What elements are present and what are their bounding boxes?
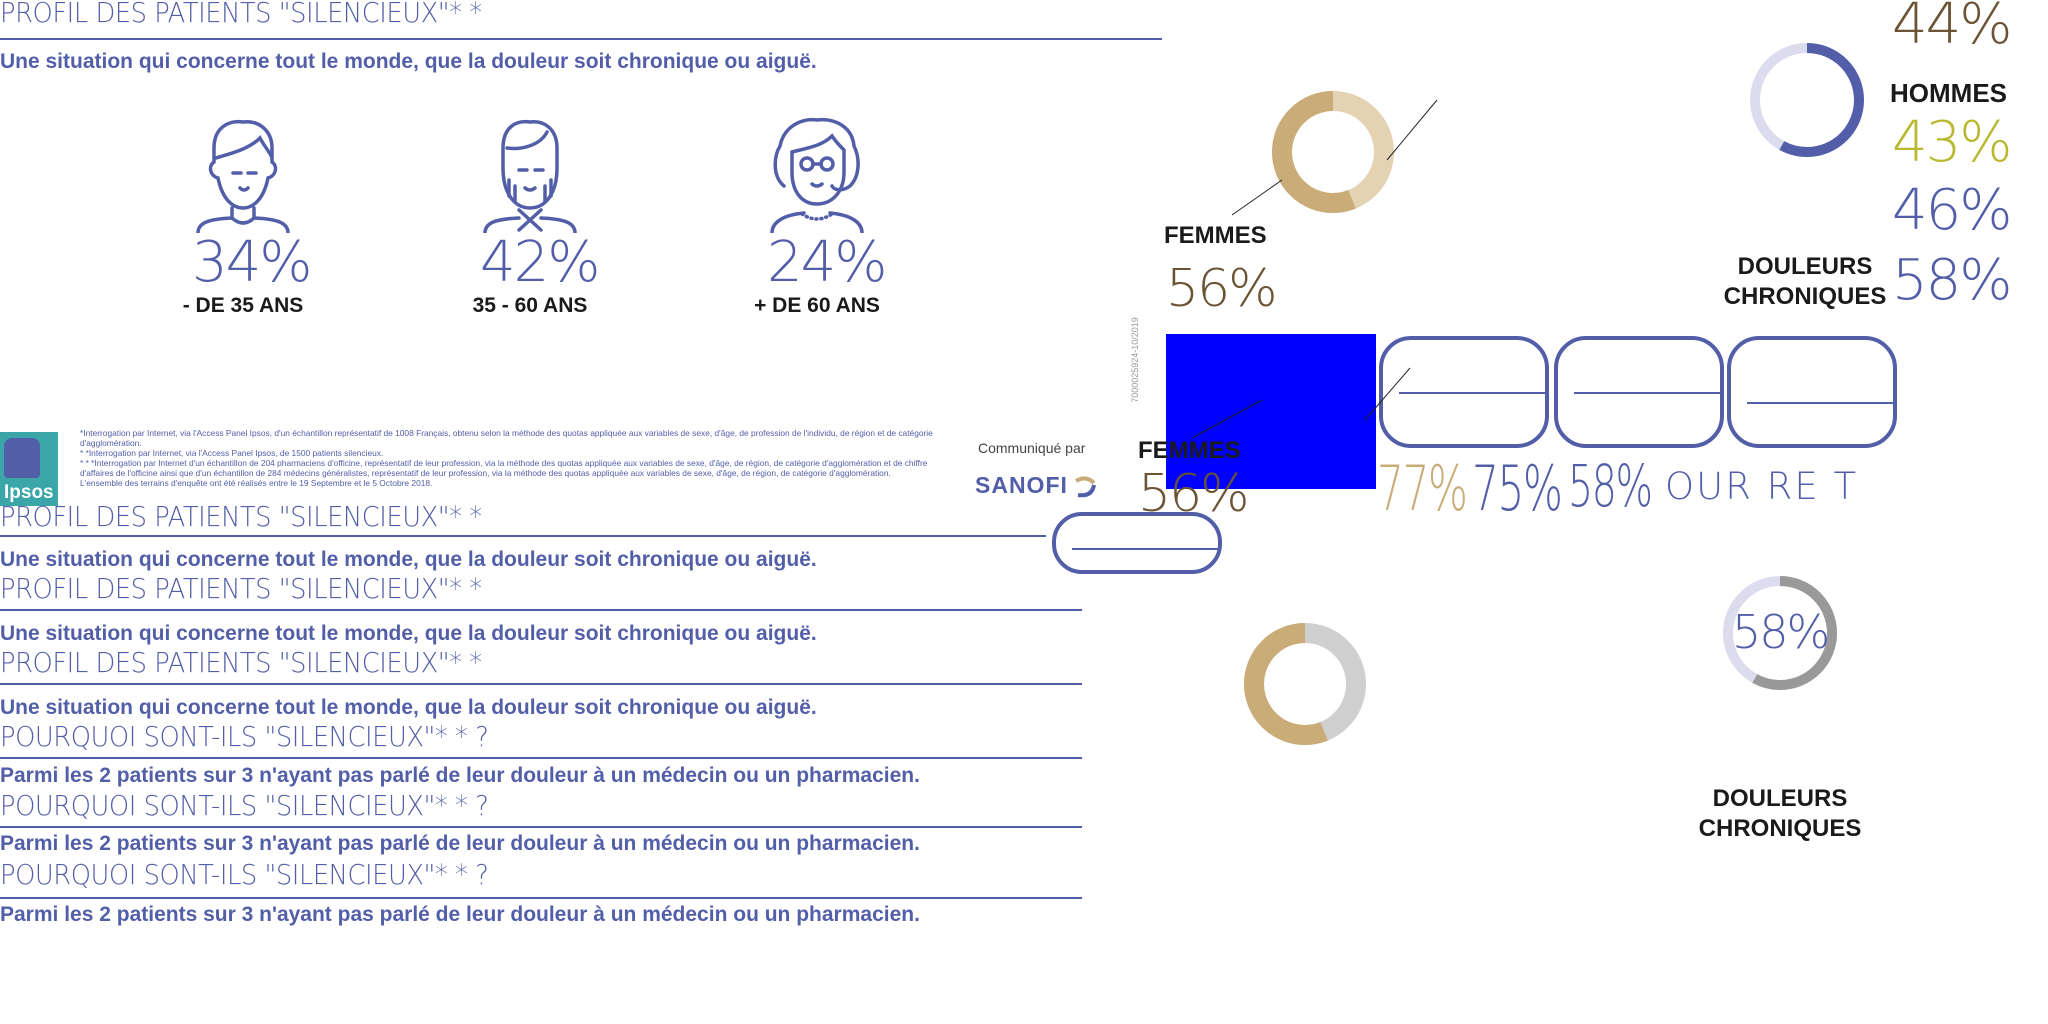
older-woman-icon: [770, 117, 864, 233]
pill-box: [1727, 336, 1897, 448]
sanofi-logo: SANOFI: [975, 472, 1068, 498]
donut-chronic-segment: [1750, 43, 1864, 157]
page-subtitle: Une situation qui concerne tout le monde…: [0, 50, 817, 73]
chronic-percent: 58%: [1732, 605, 1830, 659]
section-subtitle: Parmi les 2 patients sur 3 n'ayant pas p…: [0, 832, 920, 855]
section-subtitle: Une situation qui concerne tout le monde…: [0, 696, 817, 719]
gender-donut: [1272, 91, 1394, 213]
pill-percent: 77%: [1377, 452, 1468, 525]
donut-leader-lines: [1231, 99, 1438, 216]
young-man-icon: [196, 119, 290, 233]
document-code: 7000025924-10/2019: [1130, 317, 1140, 403]
footnote: * * *Interrogation par Internet d'un éch…: [80, 458, 928, 478]
footnotes: *Interrogation par Internet, via l'Acces…: [80, 428, 960, 488]
section-title: PROFIL DES PATIENTS "SILENCIEUX"* *: [0, 500, 482, 533]
section-subtitle: Une situation qui concerne tout le monde…: [0, 622, 817, 645]
chronic-pain-donut: [1750, 43, 1864, 157]
footnote: L'ensemble des terrains d'enquête ont ét…: [80, 478, 433, 488]
title-divider: [0, 683, 1082, 685]
age-group-label: + DE 60 ANS: [754, 294, 880, 317]
title-divider: [0, 757, 1082, 759]
chronic-label-line: DOULEURS: [1737, 253, 1873, 280]
hommes-percent: 44%: [1892, 0, 2012, 57]
communique-label: Communiqué par: [978, 440, 1086, 456]
section-title: PROFIL DES PATIENTS "SILENCIEUX"* *: [0, 646, 482, 679]
age-group-percent: 42%: [480, 230, 600, 295]
section-title: POURQUOI SONT-ILS "SILENCIEUX"* * ?: [0, 858, 489, 891]
footnote: *Interrogation par Internet, via l'Acces…: [80, 428, 933, 448]
title-divider: [0, 535, 1046, 537]
section-subtitle: Parmi les 2 patients sur 3 n'ayant pas p…: [0, 903, 920, 926]
pill-percent: 58%: [1568, 452, 1653, 520]
footnote: * *Interrogation par Internet, via l'Acc…: [80, 448, 384, 458]
age-group-percent: 34%: [192, 230, 312, 295]
femmes-label: FEMMES: [1164, 222, 1267, 249]
title-divider: [0, 38, 1162, 40]
bearded-man-icon: [483, 119, 577, 233]
highlight-block: [1166, 334, 1376, 489]
gender-donut-2: [1244, 623, 1366, 745]
age-group-label: - DE 35 ANS: [182, 294, 304, 317]
hommes-label: HOMMES: [1890, 78, 2007, 108]
title-divider: [0, 897, 1082, 899]
pill-box: [1052, 512, 1222, 574]
title-divider: [0, 826, 1082, 828]
chronic-label: DOULEURS CHRONIQUES: [1722, 252, 1888, 312]
pill-box: [1379, 336, 1549, 448]
femmes-label: FEMMES: [1138, 437, 1241, 464]
chronic-label-line: CHRONIQUES: [1698, 815, 1862, 842]
age-group-percent: 24%: [767, 230, 887, 295]
page-title: PROFIL DES PATIENTS "SILENCIEUX"* *: [0, 0, 482, 29]
chronic-label: DOULEURS CHRONIQUES: [1697, 784, 1863, 844]
donut-chronic-segment: [1723, 576, 1837, 690]
age-group-label: 35 - 60 ANS: [472, 294, 588, 317]
chronic-pain-donut-2: [1723, 576, 1837, 690]
ipsos-logo: Ipsos: [0, 432, 58, 506]
chronic-label-line: CHRONIQUES: [1723, 283, 1887, 310]
section-title: POURQUOI SONT-ILS "SILENCIEUX"* * ?: [0, 720, 489, 753]
sanofi-swirl-icon: [1074, 476, 1096, 498]
donut-femmes-segment: [1272, 91, 1394, 213]
section-subtitle: Parmi les 2 patients sur 3 n'ayant pas p…: [0, 764, 920, 787]
partial-heading: OUR RE T: [1665, 465, 1859, 508]
donut-leader-lines: [1191, 367, 1411, 439]
pill-box: [1554, 336, 1724, 448]
stacked-percent: 58%: [1892, 248, 2012, 313]
stacked-percent: 46%: [1892, 178, 2012, 243]
donut-femmes-segment: [1244, 623, 1366, 745]
title-divider: [0, 609, 1082, 611]
ipsos-logo-text: Ipsos: [4, 482, 54, 503]
section-title: PROFIL DES PATIENTS "SILENCIEUX"* *: [0, 572, 482, 605]
pill-percent: 75%: [1472, 452, 1563, 525]
chronic-label-line: DOULEURS: [1712, 785, 1848, 812]
section-title: POURQUOI SONT-ILS "SILENCIEUX"* * ?: [0, 789, 489, 822]
femmes-percent: 56%: [1166, 259, 1278, 319]
section-subtitle: Une situation qui concerne tout le monde…: [0, 548, 817, 571]
stacked-percent: 43%: [1892, 110, 2012, 175]
